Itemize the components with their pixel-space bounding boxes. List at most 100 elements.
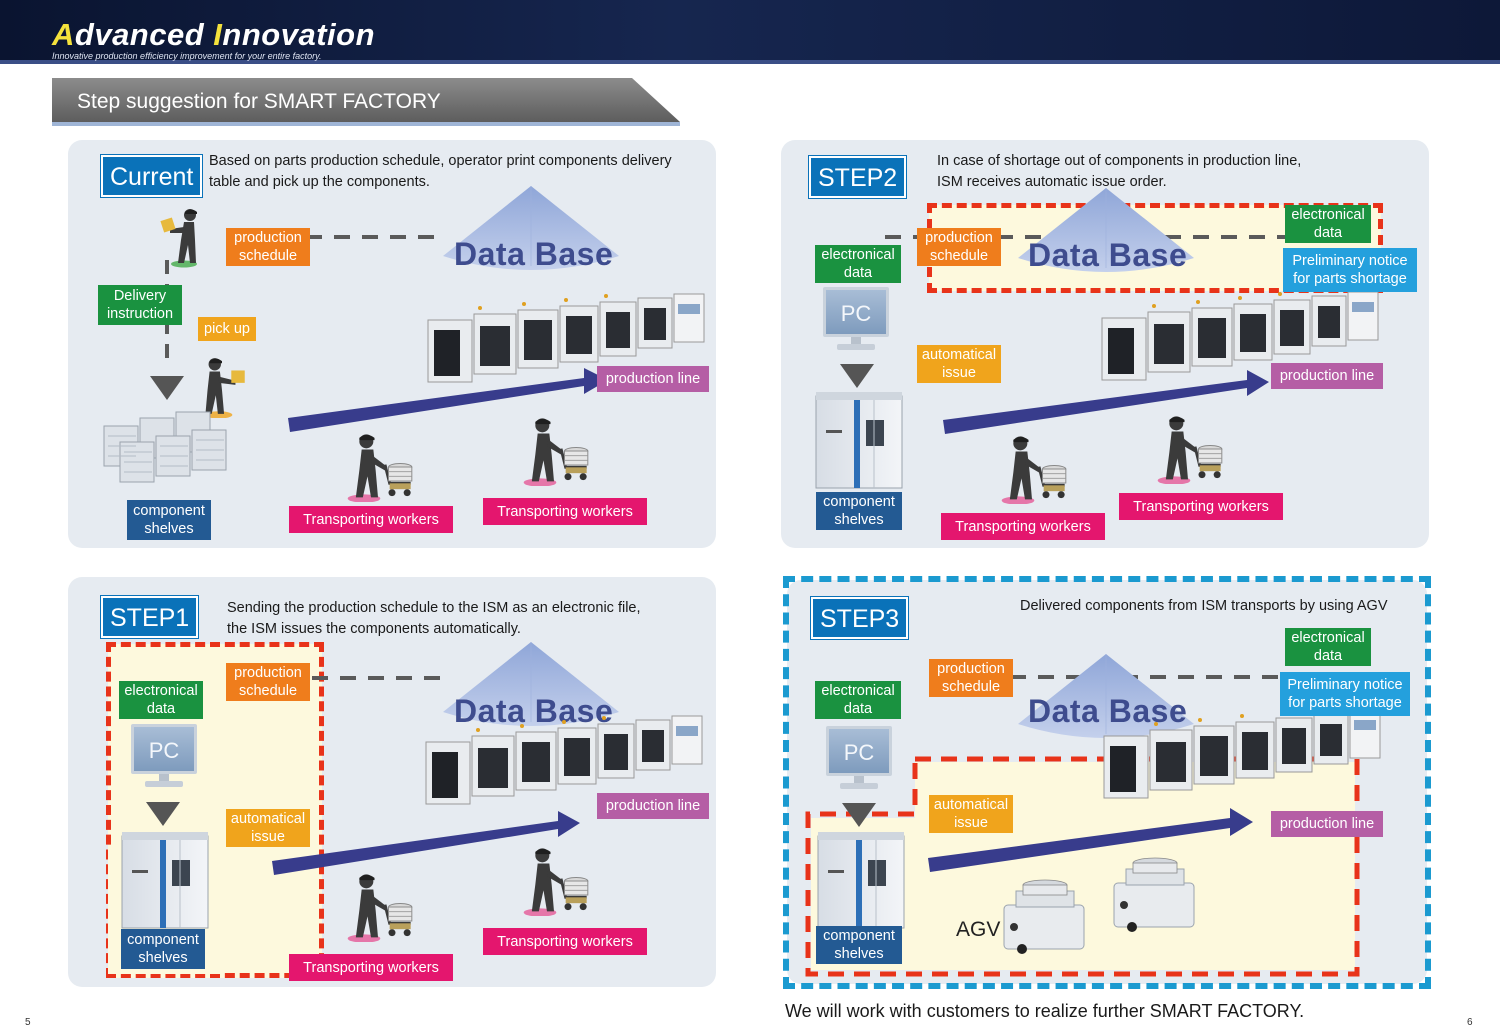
current-database-label: Data Base bbox=[454, 236, 614, 272]
step3-highlight-border bbox=[805, 756, 1360, 977]
step1-worker-b-icon bbox=[512, 846, 596, 916]
step3-down-arrow bbox=[842, 803, 876, 827]
step3-agv-label: AGV bbox=[956, 918, 1001, 941]
current-cs-line-2: shelves bbox=[144, 521, 194, 537]
brand-title: Advanced Innovation bbox=[52, 17, 375, 53]
current-di-line-1: Delivery bbox=[113, 288, 167, 304]
step1-highlight-border bbox=[106, 642, 324, 978]
step2-ai-line-1: automatical bbox=[921, 347, 997, 363]
step3-component-shelves-tag: component shelves bbox=[816, 926, 902, 964]
current-shelves-icon bbox=[100, 408, 240, 488]
step2-transporting-workers-b: Transporting workers bbox=[1119, 493, 1283, 520]
step2-ps-line-1: production bbox=[925, 230, 993, 246]
current-component-shelves-tag: component shelves bbox=[127, 500, 211, 540]
step2-edr-line-2: data bbox=[1313, 225, 1343, 241]
step2-ai-line-2: issue bbox=[942, 365, 976, 381]
step1-down-arrow bbox=[146, 802, 180, 826]
step2-production-schedule-tag: production schedule bbox=[917, 228, 1001, 266]
step1-pc-icon: PC bbox=[131, 724, 201, 794]
step2-pc-icon: PC bbox=[823, 287, 893, 357]
step1-ism-icon bbox=[120, 830, 210, 930]
brand-word-2: nnovation bbox=[222, 17, 376, 52]
step3-pc-neck bbox=[854, 776, 864, 784]
step2-production-line-tag: production line bbox=[1271, 363, 1383, 389]
brand-subtitle: Innovative production efficiency improve… bbox=[52, 51, 322, 61]
step1-ed-line-2: data bbox=[146, 701, 176, 717]
step2-edl-line-2: data bbox=[843, 265, 873, 281]
step3-pc-icon: PC bbox=[826, 726, 896, 796]
step2-pc-label: PC bbox=[840, 301, 872, 326]
step2-desc-line-1: In case of shortage out of components in… bbox=[937, 153, 1302, 169]
step1-ps-line-1: production bbox=[234, 665, 302, 681]
current-cs-line-1: component bbox=[133, 503, 205, 519]
step1-ed-line-1: electronical bbox=[124, 683, 198, 699]
step2-transporting-workers-a: Transporting workers bbox=[941, 513, 1105, 540]
step2-pn-line-2: for parts shortage bbox=[1293, 271, 1407, 287]
step1-description: Sending the production schedule to the I… bbox=[227, 598, 641, 640]
brand-initial-a: A bbox=[52, 17, 75, 52]
step2-down-arrow bbox=[840, 364, 874, 388]
step3-electronical-data-left-tag: electronical data bbox=[815, 681, 901, 719]
step2-ps-line-2: schedule bbox=[929, 248, 989, 264]
step3-cs-line-1: component bbox=[823, 928, 895, 944]
step3-edl-line-2: data bbox=[843, 701, 873, 717]
header-stripe bbox=[0, 60, 1500, 64]
step2-database-label: Data Base bbox=[1028, 237, 1188, 273]
step2-edl-line-1: electronical bbox=[821, 247, 895, 263]
step1-pc-label: PC bbox=[148, 738, 180, 763]
step3-pc-screen: PC bbox=[826, 726, 892, 776]
brand-initial-i: I bbox=[213, 17, 223, 52]
step3-edr-line-2: data bbox=[1313, 648, 1343, 664]
step1-ai-line-1: automatical bbox=[230, 811, 306, 827]
step2-worker-a-icon bbox=[990, 434, 1074, 504]
step-label-current: Current bbox=[99, 154, 204, 198]
page-number-right: 6 bbox=[1467, 1017, 1473, 1028]
step3-ps-line-1: production bbox=[937, 661, 1005, 677]
step-label-step3: STEP3 bbox=[809, 596, 910, 640]
step1-pc-screen: PC bbox=[131, 724, 197, 774]
step2-desc-line-2: ISM receives automatic issue order. bbox=[937, 174, 1167, 190]
step3-database-label: Data Base bbox=[1028, 693, 1188, 729]
current-transporting-workers-a: Transporting workers bbox=[289, 506, 453, 533]
step3-production-schedule-tag: production schedule bbox=[929, 659, 1013, 697]
current-worker-b-icon bbox=[512, 416, 596, 486]
step3-outer-border bbox=[783, 576, 1431, 989]
step3-ism-icon bbox=[816, 830, 906, 930]
section-banner: Step suggestion for SMART FACTORY bbox=[52, 78, 680, 126]
step1-transporting-workers-a: Transporting workers bbox=[289, 954, 453, 981]
current-ps-line-2: schedule bbox=[238, 248, 298, 264]
step2-description: In case of shortage out of components in… bbox=[937, 151, 1301, 193]
current-production-line-tag: production line bbox=[597, 366, 709, 392]
current-down-arrow bbox=[150, 376, 184, 400]
step2-cs-line-1: component bbox=[823, 494, 895, 510]
step2-pc-screen: PC bbox=[823, 287, 889, 337]
step2-worker-b-icon bbox=[1146, 414, 1230, 484]
step3-edr-line-1: electronical bbox=[1291, 630, 1365, 646]
step3-edl-line-1: electronical bbox=[821, 683, 895, 699]
current-diagram bbox=[150, 235, 608, 432]
step3-agv-b-icon bbox=[1110, 855, 1200, 935]
step3-ps-line-2: schedule bbox=[941, 679, 1001, 695]
brand-word-1: dvanced bbox=[74, 17, 214, 52]
step3-electronical-data-right-tag: electronical data bbox=[1285, 628, 1371, 666]
banner-shape bbox=[52, 78, 680, 126]
step1-database-label: Data Base bbox=[454, 693, 614, 729]
step1-production-line-tag: production line bbox=[597, 793, 709, 819]
step1-cs-line-1: component bbox=[127, 932, 199, 948]
step3-pn-line-2: for parts shortage bbox=[1288, 695, 1402, 711]
step1-desc-line-2: the ISM issues the components automatica… bbox=[227, 621, 521, 637]
step3-cs-line-2: shelves bbox=[834, 946, 884, 962]
step3-description: Delivered components from ISM transports… bbox=[1020, 598, 1388, 614]
step-label-step2: STEP2 bbox=[807, 155, 908, 199]
step1-pc-neck bbox=[159, 774, 169, 782]
step3-flow-arrow bbox=[928, 808, 1253, 872]
banner-title: Step suggestion for SMART FACTORY bbox=[77, 90, 441, 113]
step3-ai-line-2: issue bbox=[954, 815, 988, 831]
